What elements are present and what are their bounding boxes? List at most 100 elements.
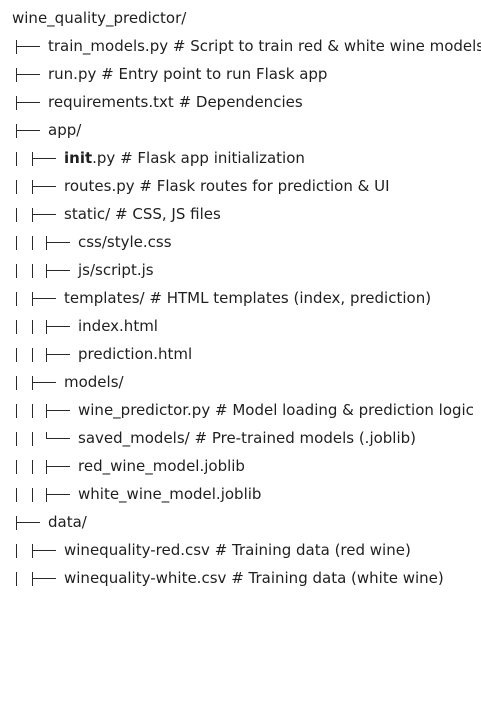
tree-line-js: js/script.js: [12, 256, 477, 284]
file-comment: # Model loading & prediction logic: [215, 401, 474, 419]
tree-guide-vertical: [32, 264, 33, 278]
folder-label-models: models/: [64, 373, 124, 391]
tree-branch-vertical: [32, 180, 33, 194]
file-label-winequality-white: winequality-white.csv # Training data (w…: [64, 566, 444, 590]
root-folder-label: wine_quality_predictor/: [12, 9, 187, 27]
file-comment: # Training data (red wine): [214, 541, 411, 559]
tree-guide-vertical: [32, 320, 33, 334]
file-comment: # Flask routes for prediction & UI: [139, 177, 390, 195]
tree-guide-vertical: [16, 432, 17, 446]
tree-line-wine-predictor: wine_predictor.py # Model loading & pred…: [12, 396, 477, 424]
tree-branch-vertical: [46, 460, 47, 474]
tree-guide-vertical: [16, 376, 17, 390]
tree-branch-horizontal: [16, 74, 40, 75]
tree-line-templates: templates/ # HTML templates (index, pred…: [12, 284, 477, 312]
file-label-prediction: prediction.html: [78, 345, 193, 363]
tree-line-prediction: prediction.html: [12, 340, 477, 368]
tree-line-winequality-white: winequality-white.csv # Training data (w…: [12, 564, 477, 592]
file-label-wine-predictor: wine_predictor.py # Model loading & pred…: [78, 398, 474, 422]
tree-line-init: init.py # Flask app initialization: [12, 144, 477, 172]
file-label-run: run.py # Entry point to run Flask app: [48, 62, 327, 86]
tree-line-red-model: red_wine_model.joblib: [12, 452, 477, 480]
tree-branch-vertical: [16, 40, 17, 54]
tree-branch-horizontal: [16, 522, 40, 523]
folder-name: static/: [64, 205, 111, 223]
tree-guide-vertical: [32, 460, 33, 474]
file-comment: # Script to train red & white wine model…: [172, 37, 481, 55]
tree-branch-vertical: [46, 432, 47, 439]
tree-line-white-model: white_wine_model.joblib: [12, 480, 477, 508]
folder-name: templates/: [64, 289, 145, 307]
tree-branch-vertical: [32, 376, 33, 390]
tree-guide-vertical: [16, 236, 17, 250]
tree-branch-vertical: [16, 124, 17, 138]
project-tree: wine_quality_predictor/ train_models.py …: [12, 4, 481, 592]
tree-line-routes: routes.py # Flask routes for prediction …: [12, 172, 477, 200]
tree-branch-horizontal: [46, 242, 70, 243]
file-name: .py: [92, 149, 116, 167]
tree-guide-vertical: [16, 320, 17, 334]
file-label-routes: routes.py # Flask routes for prediction …: [64, 174, 390, 198]
tree-guide-vertical: [32, 348, 33, 362]
tree-guide-vertical: [16, 544, 17, 558]
tree-branch-horizontal: [46, 410, 70, 411]
file-comment: # Training data (white wine): [231, 569, 444, 587]
tree-line-app: app/: [12, 116, 477, 144]
tree-guide-vertical: [16, 208, 17, 222]
file-label-winequality-red: winequality-red.csv # Training data (red…: [64, 538, 411, 562]
tree-branch-horizontal: [16, 102, 40, 103]
tree-guide-vertical: [16, 348, 17, 362]
tree-line-data: data/: [12, 508, 477, 536]
tree-branch-horizontal: [32, 158, 56, 159]
file-label-init: init.py # Flask app initialization: [64, 146, 305, 170]
tree-branch-horizontal: [46, 270, 70, 271]
tree-guide-vertical: [16, 572, 17, 586]
file-name: winequality-white.csv: [64, 569, 227, 587]
tree-line-static: static/ # CSS, JS files: [12, 200, 477, 228]
file-label-requirements: requirements.txt # Dependencies: [48, 90, 303, 114]
file-label-red-model: red_wine_model.joblib: [78, 457, 245, 475]
file-comment: # Dependencies: [178, 93, 303, 111]
tree-branch-vertical: [16, 68, 17, 82]
tree-guide-vertical: [32, 488, 33, 502]
tree-branch-horizontal: [32, 186, 56, 187]
tree-branch-vertical: [16, 516, 17, 530]
folder-label-templates: templates/ # HTML templates (index, pred…: [64, 286, 431, 310]
file-name-bold: init: [64, 149, 93, 167]
file-label-css: css/style.css: [78, 233, 172, 251]
tree-branch-vertical: [32, 292, 33, 306]
tree-guide-vertical: [16, 180, 17, 194]
tree-line-winequality-red: winequality-red.csv # Training data (red…: [12, 536, 477, 564]
folder-comment: # CSS, JS files: [115, 205, 221, 223]
tree-line-requirements: requirements.txt # Dependencies: [12, 88, 477, 116]
tree-line-saved-models: saved_models/ # Pre-trained models (.job…: [12, 424, 477, 452]
tree-branch-vertical: [32, 152, 33, 166]
file-name: wine_predictor.py: [78, 401, 211, 419]
file-name: winequality-red.csv: [64, 541, 210, 559]
tree-line-css: css/style.css: [12, 228, 477, 256]
tree-branch-vertical: [32, 572, 33, 586]
tree-branch-vertical: [46, 236, 47, 250]
tree-branch-horizontal: [46, 438, 70, 439]
tree-guide-vertical: [16, 292, 17, 306]
tree-branch-horizontal: [32, 214, 56, 215]
tree-guide-vertical: [32, 432, 33, 446]
folder-label-app: app/: [48, 121, 82, 139]
tree-guide-vertical: [32, 404, 33, 418]
tree-branch-vertical: [46, 404, 47, 418]
tree-branch-horizontal: [32, 382, 56, 383]
tree-branch-horizontal: [32, 550, 56, 551]
tree-branch-vertical: [46, 488, 47, 502]
tree-guide-vertical: [16, 488, 17, 502]
tree-branch-vertical: [32, 544, 33, 558]
folder-comment: # HTML templates (index, prediction): [149, 289, 432, 307]
tree-line-run: run.py # Entry point to run Flask app: [12, 60, 477, 88]
file-name: run.py: [48, 65, 97, 83]
tree-branch-horizontal: [46, 354, 70, 355]
folder-comment: # Pre-trained models (.joblib): [194, 429, 417, 447]
file-name: routes.py: [64, 177, 135, 195]
folder-label-static: static/ # CSS, JS files: [64, 202, 221, 226]
tree-line-train-models: train_models.py # Script to train red & …: [12, 32, 481, 60]
tree-branch-vertical: [46, 320, 47, 334]
file-name: train_models.py: [48, 37, 169, 55]
